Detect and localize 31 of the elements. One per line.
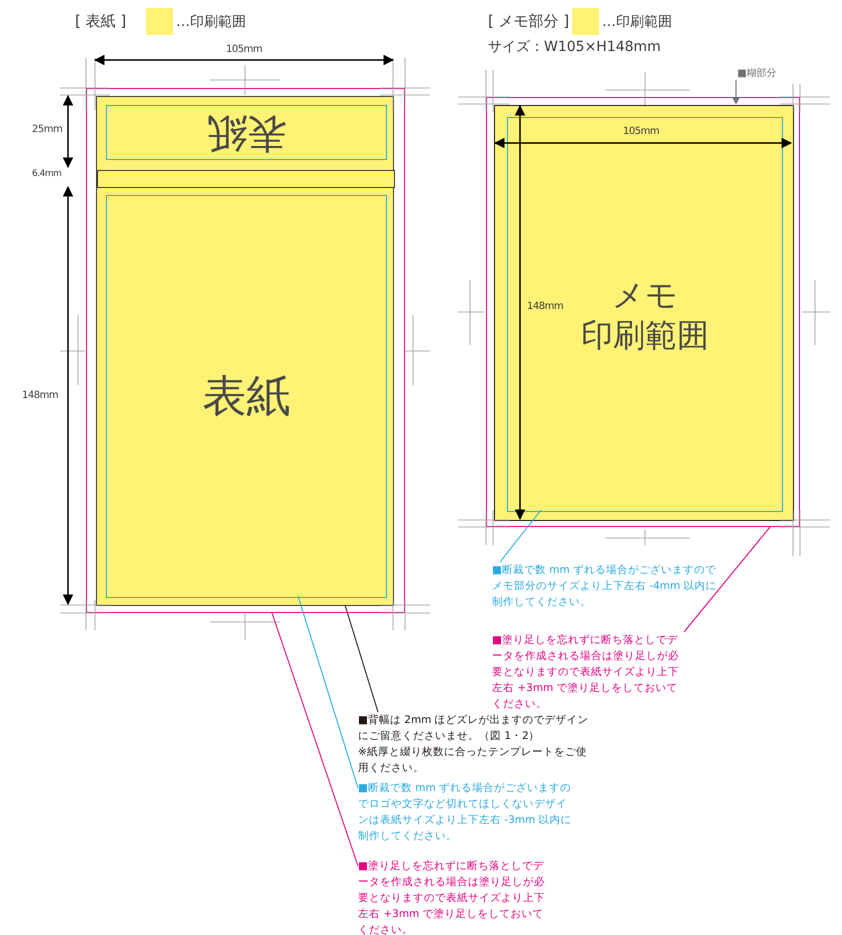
dimension-label: 148mm [527,301,564,312]
leader-line [272,612,358,866]
note-text: ※紙厚と綴り枚数に合ったテンプレートをご使用ください。 [358,745,588,776]
legend-label: …印刷範囲 [602,13,672,31]
leader-line [684,526,770,632]
spine-strip [97,170,395,188]
leader-line [500,510,542,562]
dimension-label: 105mm [623,126,660,137]
dimension-label: 25mm [32,124,62,135]
size-label: サイズ：W105×H148mm [488,38,661,56]
leader-line [298,596,358,788]
note-text: ■断裁で数 mm ずれる場合がございますのでメモ部分のサイズより上下左右 -4mm 以内に制作してください。 [492,563,718,610]
glue-label: ■糊部分 [728,66,786,80]
section-title: [ メモ部分 ] [488,12,570,31]
panel-heading: 印刷範囲 [581,314,709,354]
arrow [732,80,740,105]
leader-line [344,604,378,712]
dimension-label: 105mm [226,44,262,55]
note-text: ■塗り足しを忘れずに断ち落としでデータを作成される場合は塗り足しが必要となりますので表紙サイズより上下左右 +3mm で塗り足しをしておいてください。 [358,859,546,935]
dimension-label: 148mm [22,390,58,401]
section-title: [ 表紙 ] [75,12,126,31]
panel-heading: メモ [612,274,678,314]
safe-area [106,195,387,598]
note-text: ■塗り足しを忘れずに断ち落としでデータを作成される場合は塗り足しが必要となりますので表紙サイズより上下左右 +3mm で塗り足しをしておいてください。 [492,633,680,712]
note-text: ■断裁で数 mm ずれる場合がございますのでロゴや文字など切れてほしくないデザインは表紙サイズより上下左右 -3mm 以内に制作してください。 [358,781,573,844]
panel-heading: 表紙 [206,108,286,158]
dimension-label: 6.4mm [32,169,62,179]
note-text: ■背幅は 2mm ほどズレが出ますのでデザインにご留意くださいませ。（図 1・2） [358,713,590,744]
safe-area [106,105,387,160]
panel-heading: 表紙 [202,370,290,424]
legend-label: …印刷範囲 [176,13,246,31]
